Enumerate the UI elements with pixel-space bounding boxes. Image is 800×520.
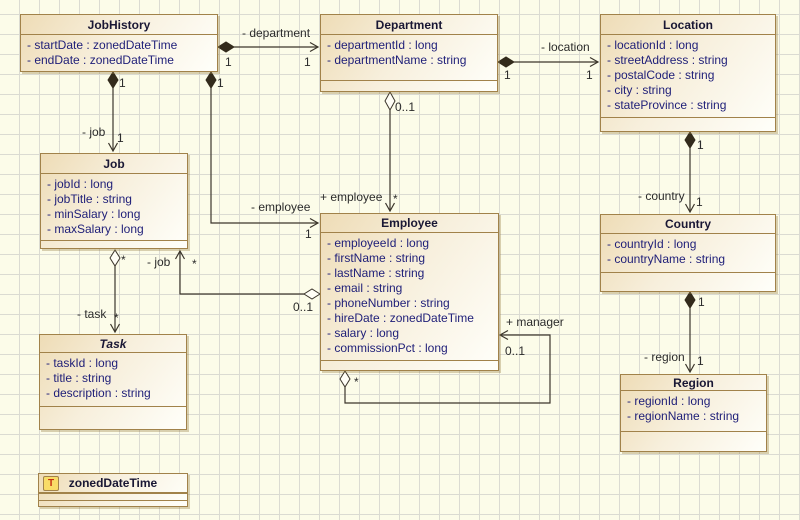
assoc-role-label[interactable]: + manager: [506, 315, 564, 329]
connector-country-region[interactable]: [684, 291, 696, 374]
operations-compartment: [39, 500, 187, 505]
operations-compartment: [41, 240, 187, 247]
class-jobhistory[interactable]: JobHistory - startDate : zonedDateTime -…: [20, 14, 218, 72]
assoc-role-label[interactable]: + employee: [320, 190, 383, 204]
connector-job-task[interactable]: [109, 249, 121, 334]
attribute[interactable]: - endDate : zonedDateTime: [27, 53, 174, 67]
assoc-mult-label[interactable]: *: [114, 311, 119, 325]
operations-compartment: [321, 80, 497, 91]
class-employee-title: Employee: [321, 214, 498, 233]
class-department-title: Department: [321, 15, 497, 35]
attribute[interactable]: - streetAddress : string: [607, 53, 728, 67]
assoc-mult-label[interactable]: 1: [504, 68, 511, 82]
connector-employee-job[interactable]: [174, 249, 321, 300]
attribute[interactable]: - taskId : long: [46, 356, 119, 370]
assoc-mult-label[interactable]: 1: [305, 227, 312, 241]
attribute[interactable]: - lastName : string: [327, 266, 425, 280]
connector-department-employee[interactable]: [384, 90, 396, 213]
assoc-mult-label[interactable]: *: [354, 375, 359, 389]
connector-jobhistory-job[interactable]: [107, 71, 119, 153]
operations-compartment: [321, 360, 498, 369]
operations-compartment: [601, 117, 775, 130]
assoc-role-label[interactable]: - country: [638, 189, 685, 203]
attribute[interactable]: - jobTitle : string: [47, 192, 132, 206]
assoc-mult-label[interactable]: 1: [304, 55, 311, 69]
assoc-mult-label[interactable]: *: [393, 192, 398, 206]
class-country-title: Country: [601, 215, 775, 234]
connector-department-location[interactable]: [497, 56, 600, 68]
attribute[interactable]: - stateProvince : string: [607, 98, 727, 112]
attribute[interactable]: - title : string: [46, 371, 112, 385]
connector-jobhistory-department[interactable]: [217, 41, 320, 53]
assoc-role-label[interactable]: - department: [242, 26, 311, 40]
attribute[interactable]: - hireDate : zonedDateTime: [327, 311, 474, 325]
operations-compartment: [621, 431, 766, 451]
datatype-icon: T: [43, 476, 59, 491]
assoc-role-label[interactable]: - location: [541, 40, 590, 54]
operations-compartment: [39, 493, 187, 500]
class-employee[interactable]: Employee - employeeId : long - firstName…: [320, 213, 499, 371]
attribute[interactable]: - commissionPct : long: [327, 341, 448, 355]
datatype-zoneddatetime-title: T zonedDateTime: [39, 474, 187, 493]
attribute[interactable]: - firstName : string: [327, 251, 426, 265]
connector-location-country[interactable]: [684, 131, 696, 214]
class-region[interactable]: Region - regionId : long - regionName : …: [620, 374, 767, 452]
assoc-mult-label[interactable]: 1: [586, 68, 593, 82]
assoc-mult-label[interactable]: 0..1: [293, 300, 314, 314]
attribute[interactable]: - jobId : long: [47, 177, 114, 191]
class-location-title: Location: [601, 15, 775, 35]
attribute[interactable]: - description : string: [46, 386, 151, 400]
assoc-role-label[interactable]: - job: [147, 255, 171, 269]
attribute[interactable]: - employeeId : long: [327, 236, 430, 250]
class-job[interactable]: Job - jobId : long - jobTitle : string -…: [40, 153, 188, 249]
class-location[interactable]: Location - locationId : long - streetAdd…: [600, 14, 776, 132]
connector-jobhistory-employee[interactable]: [205, 71, 320, 229]
datatype-title-text: zonedDateTime: [68, 476, 158, 490]
attribute[interactable]: - maxSalary : long: [47, 222, 144, 236]
class-job-title: Job: [41, 154, 187, 174]
class-task-title: Task: [40, 335, 186, 353]
class-department[interactable]: Department - departmentId : long - depar…: [320, 14, 498, 92]
assoc-mult-label[interactable]: 1: [697, 354, 704, 368]
attribute[interactable]: - minSalary : long: [47, 207, 141, 221]
assoc-role-label[interactable]: - region: [644, 350, 685, 364]
assoc-role-label[interactable]: - employee: [251, 200, 311, 214]
assoc-mult-label[interactable]: 1: [225, 55, 232, 69]
attribute[interactable]: - phoneNumber : string: [327, 296, 450, 310]
assoc-mult-label[interactable]: 1: [696, 195, 703, 209]
assoc-mult-label[interactable]: 1: [697, 138, 704, 152]
attribute[interactable]: - locationId : long: [607, 38, 699, 52]
attribute[interactable]: - departmentName : string: [327, 53, 467, 67]
attribute[interactable]: - regionName : string: [627, 409, 740, 423]
assoc-mult-label[interactable]: 1: [217, 76, 224, 90]
attribute[interactable]: - city : string: [607, 83, 672, 97]
assoc-mult-label[interactable]: 0..1: [505, 344, 526, 358]
class-country[interactable]: Country - countryId : long - countryName…: [600, 214, 776, 292]
assoc-mult-label[interactable]: 0..1: [395, 100, 416, 114]
attribute[interactable]: - email : string: [327, 281, 403, 295]
operations-compartment: [601, 272, 775, 290]
connector-employee-manager[interactable]: [339, 329, 551, 404]
assoc-mult-label[interactable]: *: [121, 253, 126, 267]
attribute[interactable]: - regionId : long: [627, 394, 711, 408]
attribute[interactable]: - startDate : zonedDateTime: [27, 38, 178, 52]
attribute[interactable]: - countryId : long: [607, 237, 697, 251]
operations-compartment: [40, 406, 186, 428]
attribute[interactable]: - departmentId : long: [327, 38, 438, 52]
assoc-mult-label[interactable]: 1: [117, 131, 124, 145]
datatype-zoneddatetime[interactable]: T zonedDateTime: [38, 473, 188, 507]
assoc-mult-label[interactable]: 1: [698, 295, 705, 309]
class-region-title: Region: [621, 375, 766, 391]
attribute[interactable]: - postalCode : string: [607, 68, 715, 82]
assoc-mult-label[interactable]: 1: [119, 76, 126, 90]
class-jobhistory-title: JobHistory: [21, 15, 217, 35]
assoc-role-label[interactable]: - job: [82, 125, 106, 139]
attribute[interactable]: - countryName : string: [607, 252, 726, 266]
attribute[interactable]: - salary : long: [327, 326, 400, 340]
assoc-role-label[interactable]: - task: [77, 307, 107, 321]
assoc-mult-label[interactable]: *: [192, 257, 197, 271]
class-task[interactable]: Task - taskId : long - title : string - …: [39, 334, 187, 430]
